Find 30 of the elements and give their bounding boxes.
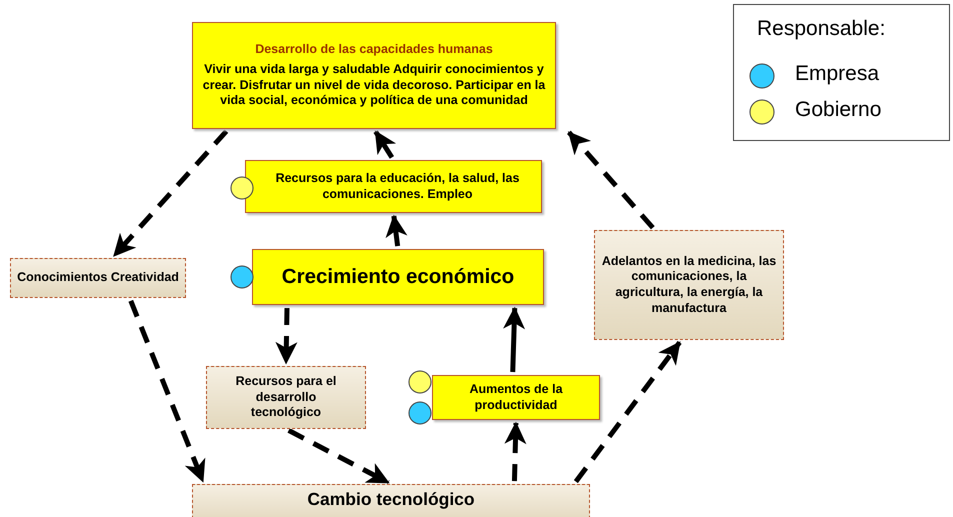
process-box [252, 249, 544, 305]
box-text: Adelantos en la medicina, las comunicaciones, la agricultura, la energía, la manufactura [601, 254, 777, 316]
box-text: Vivir una vida larga y saludable Adquirir conocimientos y crear. Disfrutar un nivel de vida decoroso. Participar en la vida social, económica y política de una comunidad [202, 62, 546, 109]
legend-label: Gobierno [795, 98, 882, 122]
box-text: Recursos para el desarrollo tecnológico [234, 374, 338, 421]
dashed-arrow [504, 422, 526, 482]
box-text: Aumentos de la productividad [468, 382, 564, 414]
arrow [386, 214, 408, 246]
arrow [373, 130, 396, 159]
arrow [503, 306, 526, 372]
legend-title: Responsable: [757, 17, 886, 41]
process-box [192, 22, 556, 129]
dashed-note-box [206, 366, 366, 429]
box-text: Crecimiento económico [282, 264, 514, 290]
dashed-arrow [288, 428, 390, 485]
dashed-arrow [112, 130, 228, 258]
box-heading: Desarrollo de las capacidades humanas [255, 42, 493, 58]
dashed-note-box [594, 230, 784, 340]
process-box [245, 160, 542, 213]
legend-label: Empresa [795, 62, 880, 86]
process-box [432, 375, 600, 420]
dashed-note-box [10, 258, 186, 298]
dashed-arrow [567, 130, 655, 230]
dashed-arrow [574, 340, 682, 484]
box-text: Conocimientos Creatividad [17, 270, 179, 286]
box-text: Recursos para la educación, la salud, las comunicaciones. Empleo [274, 170, 520, 202]
dashed-note-box [192, 484, 590, 517]
box-text: Cambio tecnológico [307, 489, 475, 511]
dashed-arrow [275, 308, 298, 364]
dashed-arrow [128, 300, 206, 483]
